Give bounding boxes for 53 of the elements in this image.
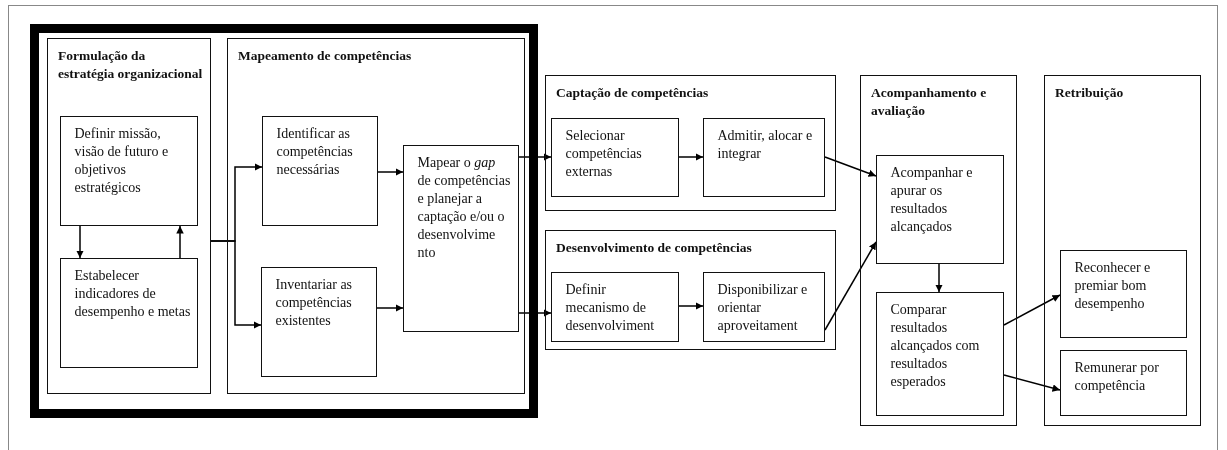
- stage-panel: [1044, 75, 1201, 426]
- box-text: Identificar as competências necessárias: [276, 124, 354, 179]
- box-text: Mapear o gap de competências e planejar a captação e/ou o desenvolvime nto: [417, 153, 512, 263]
- process-box: [260, 266, 377, 377]
- arrow: [1003, 294, 1061, 326]
- arrow: [1003, 374, 1061, 392]
- stage-panel: [227, 38, 525, 394]
- box-text: Remunerar por competência: [1074, 358, 1160, 395]
- panel-heading: Formulação da estratégia organizacional: [58, 47, 204, 84]
- process-box: [402, 144, 519, 332]
- process-box: [59, 115, 198, 226]
- arrow: [678, 153, 704, 161]
- panel-heading: Acompanhamento e avaliação: [871, 84, 988, 121]
- box-text: Estabelecer indicadores de desempenho e metas: [74, 266, 191, 321]
- process-box: [59, 257, 198, 368]
- arrow: [824, 241, 877, 331]
- arrow: [376, 304, 404, 312]
- process-box: [875, 154, 1004, 264]
- panel-heading: Mapeamento de competências: [238, 47, 413, 65]
- process-box: [1059, 349, 1187, 416]
- box-text: Admitir, alocar e integrar: [717, 126, 814, 163]
- arrow: [935, 263, 943, 293]
- stage-panel: [545, 75, 836, 211]
- box-text: Reconhecer e premiar bom desempenho: [1074, 258, 1152, 313]
- stage-panel: [860, 75, 1017, 426]
- box-text: Selecionar competências externas: [565, 126, 643, 181]
- arrow: [518, 309, 552, 317]
- arrow: [824, 156, 877, 177]
- process-box: [1059, 249, 1187, 338]
- arrow: [76, 225, 84, 259]
- stage-panel: [545, 230, 836, 350]
- box-text: Acompanhar e apurar os resultados alcançados: [890, 163, 974, 237]
- process-box: [550, 271, 679, 342]
- panel-heading: Captação de competências: [556, 84, 710, 102]
- process-box: [261, 115, 378, 226]
- process-box: [702, 117, 825, 197]
- arrow: [210, 240, 262, 329]
- process-box: [550, 117, 679, 197]
- box-text: Inventariar as competências existentes: [275, 275, 354, 330]
- stage-panel: [47, 38, 211, 394]
- box-text: Definir mecanismo de desenvolviment: [565, 280, 656, 335]
- panel-heading: Desenvolvimento de competências: [556, 239, 753, 257]
- highlight-frame: [30, 24, 538, 418]
- arrow: [176, 225, 184, 259]
- panel-heading: Retribuição: [1055, 84, 1125, 102]
- arrow: [678, 302, 704, 310]
- process-box: [875, 291, 1004, 416]
- arrow: [518, 153, 552, 161]
- box-text: Definir missão, visão de futuro e objetivos estratégicos: [74, 124, 170, 198]
- box-text: Comparar resultados alcançados com resultados esperados: [890, 300, 981, 392]
- process-box: [702, 271, 825, 342]
- box-text: Disponibilizar e orientar aproveitament: [717, 280, 809, 335]
- arrow: [377, 168, 404, 176]
